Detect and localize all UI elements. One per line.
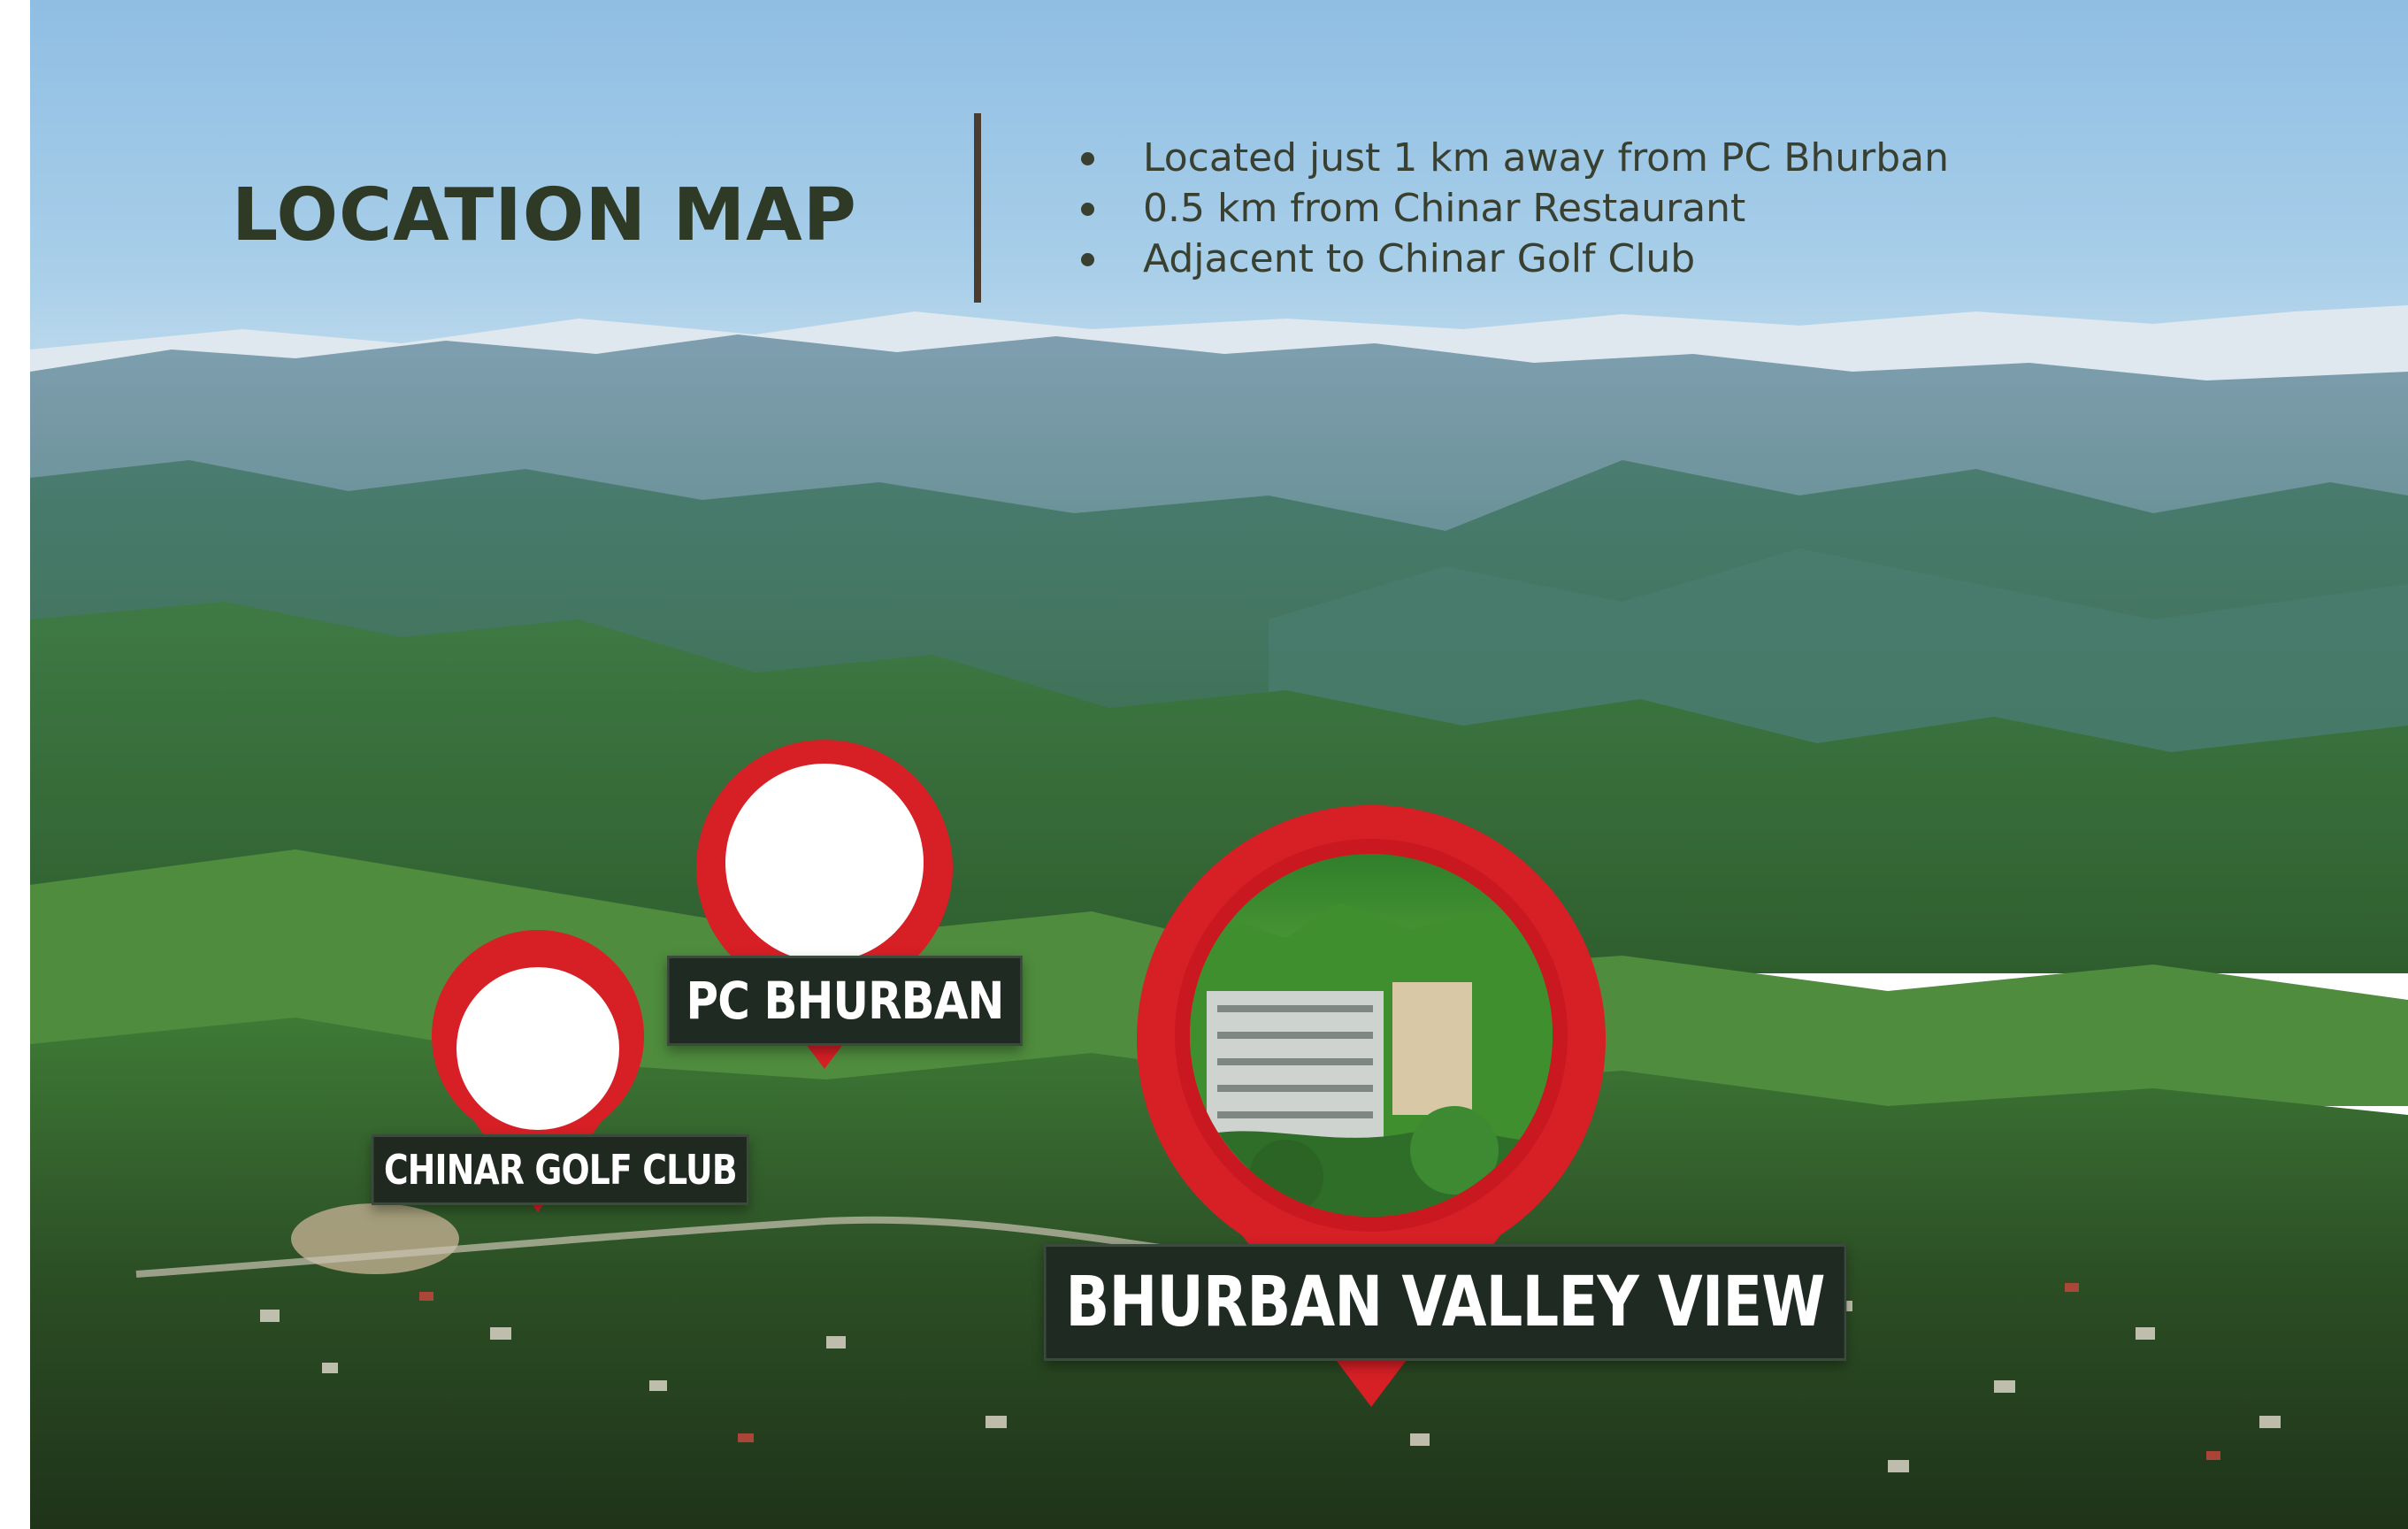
header-divider [974,113,981,303]
list-item: Located just 1 km away from PC Bhurban [1072,133,1949,183]
aerial-landscape: PC BHURBAN CHINAR GOLF CLUB BHURBAN VALL… [30,0,2408,1529]
list-item: 0.5 km from Chinar Restaurant [1072,183,1949,234]
landscape-illustration [30,0,2408,1529]
bhurban-valley-view-label: BHURBAN VALLEY VIEW [1044,1244,1847,1361]
list-item: Adjacent to Chinar Golf Club [1072,234,1949,284]
bhurban-valley-view-pin [1136,804,1606,1407]
page-title: LOCATION MAP [232,173,857,257]
pc-bhurban-label: PC BHURBAN [667,956,1023,1046]
chinar-golf-club-pin [432,930,645,1212]
pc-bhurban-pin [696,740,953,1069]
chinar-golf-club-label: CHINAR GOLF CLUB [372,1134,749,1205]
location-highlights-list: Located just 1 km away from PC Bhurban 0… [1072,133,1949,284]
